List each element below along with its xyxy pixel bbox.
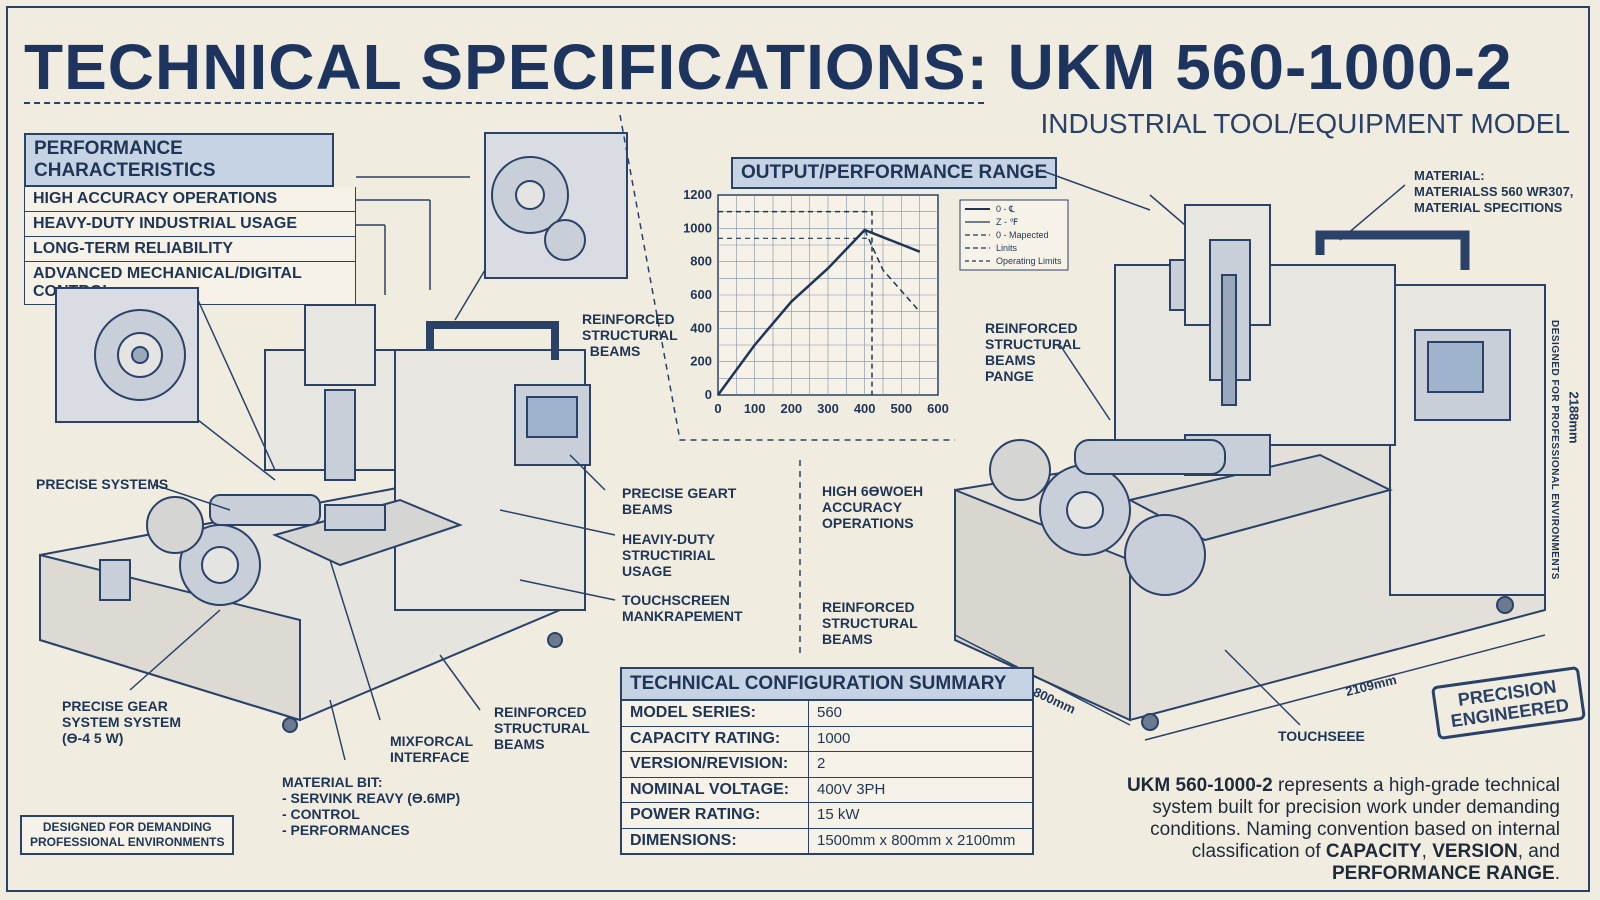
y-tick-label: 400: [690, 320, 712, 335]
table-row: DIMENSIONS: 1500mm x 800mm x 2100mm: [622, 828, 1032, 853]
legend-label: Z - ℉: [996, 217, 1018, 227]
description-model: UKM 560-1000-2: [1126, 775, 1273, 796]
tech-key: MODEL SERIES:: [622, 701, 809, 726]
title-divider: [24, 102, 984, 104]
label-touchscreen: TOUCHSCREEN MANKRAPEMENT: [622, 592, 743, 624]
page-title: TECHNICAL SPECIFICATIONS: UKM 560-1000-2: [24, 31, 1513, 103]
tech-key: NOMINAL VOLTAGE:: [622, 777, 809, 802]
y-tick-label: 1000: [683, 220, 712, 235]
label-reinforced-top: REINFORCED STRUCTURAL BEAMS: [582, 311, 678, 359]
tech-value: 2: [817, 755, 826, 772]
description-sep: ,: [1421, 841, 1433, 862]
description-paragraph: UKM 560-1000-2 represents a high-grade t…: [1080, 775, 1560, 885]
label-reinforced-bottom: REINFORCED STRUCTURAL BEAMS: [494, 704, 590, 752]
label-reinforced-pange: REINFORCED STRUCTURAL BEAMS PANGE: [985, 320, 1081, 384]
performance-item: HIGH ACCURACY OPERATIONS: [24, 187, 356, 212]
tech-value: 400V 3PH: [817, 780, 886, 798]
y-tick-label: 200: [690, 354, 712, 369]
description-capacity: CAPACITY: [1325, 841, 1422, 862]
tech-key: POWER RATING:: [622, 803, 809, 828]
label-precise-systems: PRECISE SYSTEMS: [36, 476, 169, 492]
y-tick-label: 1200: [683, 187, 712, 202]
tech-value: 1500mm x 800mm x 2100mm: [817, 831, 1016, 849]
tech-value: 15 kW: [817, 806, 860, 823]
performance-heading: PERFORMANCE CHARACTERISTICS: [24, 133, 334, 187]
description-end: .: [1554, 863, 1560, 884]
x-tick-label: 300: [817, 401, 839, 416]
x-tick-label: 200: [780, 401, 802, 416]
demand-box: DESIGNED FOR DEMANDING PROFESSIONAL ENVI…: [20, 815, 235, 855]
y-tick-label: 600: [690, 287, 712, 302]
tech-value: 1000: [817, 729, 851, 747]
legend-label: Operating Limits: [996, 256, 1062, 266]
table-row: CAPACITY RATING: 1000: [622, 726, 1032, 752]
tech-key: VERSION/REVISION:: [622, 752, 809, 777]
legend-label: 0 - ℄: [996, 204, 1015, 214]
table-row: MODEL SERIES: 560: [622, 701, 1032, 727]
series-line: [863, 229, 921, 313]
x-tick-label: 400: [854, 401, 876, 416]
blueprint-frame: [6, 6, 1590, 892]
label-mixforcal: MIXFORCAL INTERFACE: [390, 733, 474, 765]
demand-box-text: DESIGNED FOR DEMANDING PROFESSIONAL ENVI…: [30, 820, 225, 849]
stamp-text: PRECISION ENGINEERED: [1449, 676, 1571, 732]
tech-value: 560: [817, 704, 843, 721]
tech-key: DIMENSIONS:: [622, 828, 809, 853]
vertical-note: DESIGNED FOR PROFESSIONAL ENVIRONMENTS: [1549, 320, 1560, 580]
description-text: represents a high-grade technical system…: [1150, 775, 1560, 862]
legend-label: Linits: [996, 243, 1018, 253]
series-line: [716, 228, 921, 396]
tech-summary-heading: TECHNICAL CONFIGURATION SUMMARY: [622, 669, 1032, 701]
x-tick-label: 0: [714, 401, 721, 416]
chart-title: OUTPUT/PERFORMANCE RANGE: [731, 157, 1058, 189]
label-precise-gear: PRECISE GEAR SYSTEM SYSTEM (Ө-4 5 W): [62, 698, 182, 746]
legend-label: 0 - Mapected: [996, 230, 1049, 240]
label-reinforced-mid: REINFORCED STRUCTURAL BEAMS: [822, 599, 918, 647]
label-material: MATERIAL: MATERIALSS 560 WR307, MATERIAL…: [1414, 168, 1574, 215]
label-material-bit: MATERIAL BIT: - SERVINK REAVY (Ө.6MP) - …: [282, 774, 461, 838]
page-subtitle: INDUSTRIAL TOOL/EQUIPMENT MODEL: [1040, 108, 1570, 139]
label-high-accuracy: HIGH 6ӨWOEH ACCURACY OPERATIONS: [822, 483, 924, 531]
y-tick-label: 0: [705, 387, 712, 402]
table-row: VERSION/REVISION: 2: [622, 752, 1032, 778]
performance-item: LONG-TERM RELIABILITY: [24, 237, 356, 262]
x-tick-label: 500: [890, 401, 912, 416]
x-tick-label: 100: [744, 401, 766, 416]
dimension-height: 2188mm: [1566, 391, 1582, 444]
operating-limit-line: [718, 210, 873, 395]
label-touchseee: TOUCHSEEE: [1278, 728, 1365, 744]
table-row: POWER RATING: 15 kW: [622, 803, 1032, 829]
label-heavy-duty: HEAVIY-DUTY STRUCTIRIAL USAGE: [622, 531, 716, 579]
table-row: NOMINAL VOLTAGE: 400V 3PH: [622, 777, 1032, 803]
description-range: PERFORMANCE RANGE: [1331, 863, 1555, 884]
performance-item: HEAVY-DUTY INDUSTRIAL USAGE: [24, 212, 356, 237]
performance-chart: 0 100 200 300 400 500 600 0 200 400 600 800 1000 1200…: [683, 187, 1069, 416]
tech-summary-table: TECHNICAL CONFIGURATION SUMMARY MODEL SE…: [620, 667, 1034, 855]
description-version: VERSION: [1432, 841, 1518, 862]
label-precise-geart: PRECISE GEART BEAMS: [622, 485, 737, 517]
x-tick-label: 600: [927, 401, 949, 416]
tech-key: CAPACITY RATING:: [622, 726, 809, 751]
description-sep: , and: [1517, 841, 1560, 862]
y-tick-label: 800: [690, 254, 712, 269]
